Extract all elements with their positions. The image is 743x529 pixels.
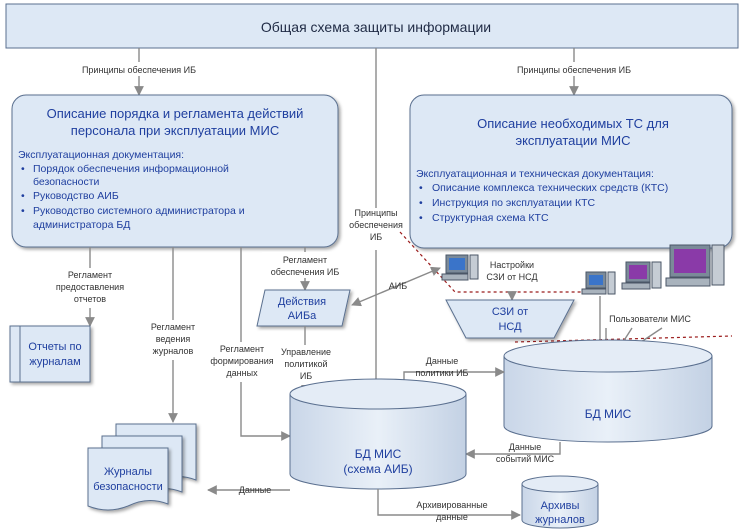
separator-dashed-line-2 xyxy=(514,335,733,343)
right-panel-subtitle: Эксплуатационная и техническая документа… xyxy=(416,168,654,180)
right-item-2: Инструкция по эксплуатации КТС xyxy=(432,197,595,209)
left-item-3-line-2: администратора БД xyxy=(33,219,130,231)
reports-label-2: журналам xyxy=(29,356,80,368)
left-panel-title-2: персонала при эксплуатации МИС xyxy=(71,123,279,138)
archived-data-2: данные xyxy=(436,512,468,522)
right-item-1: Описание комплекса технических средств (… xyxy=(432,182,668,194)
bullet-icon: • xyxy=(419,212,423,224)
left-panel-title-1: Описание порядка и регламента действий xyxy=(47,106,304,121)
computer-icon xyxy=(665,244,725,287)
left-item-1-line-2: безопасности xyxy=(33,176,100,188)
logs-label-2: безопасности xyxy=(93,481,163,493)
left-item-1-line-1: Порядок обеспечения информационной xyxy=(33,163,229,175)
bullet-icon: • xyxy=(21,205,25,217)
principles-center-label-1: Принципы xyxy=(355,208,398,218)
policy-mgmt-3: ИБ xyxy=(300,371,312,381)
archives-label-1: Архивы xyxy=(541,500,580,512)
reports-reg-2: предоставления xyxy=(56,282,124,292)
left-panel: Описание порядка и регламента действий п… xyxy=(11,94,339,248)
policy-data-1: Данные xyxy=(426,356,459,366)
computer-icon xyxy=(581,271,616,295)
bullet-icon: • xyxy=(419,182,423,194)
data-label: Данные xyxy=(239,485,272,495)
archives-label-2: журналов xyxy=(535,514,585,526)
right-panel: Описание необходимых ТС для эксплуатации… xyxy=(409,94,733,249)
reports-reg-1: Регламент xyxy=(68,270,112,280)
aib-actions-label-1: Действия xyxy=(278,296,326,308)
left-panel-subtitle: Эксплуатационная документация: xyxy=(18,149,184,161)
policy-data-2: политики ИБ xyxy=(416,368,469,378)
aib-reg-2: обеспечения ИБ xyxy=(271,267,340,277)
users-label: Пользователи МИС xyxy=(609,314,691,324)
aib-actions-label-2: АИБа xyxy=(288,310,317,322)
computer-icon xyxy=(621,261,662,290)
db-mis-node: БД МИС xyxy=(503,339,713,443)
bullet-icon: • xyxy=(419,197,423,209)
archived-data-1: Архивированные xyxy=(416,500,487,510)
principles-left-label: Принципы обеспечения ИБ xyxy=(82,65,196,75)
logs-label-1: Журналы xyxy=(104,466,152,478)
data-reg-2: формирования xyxy=(210,356,273,366)
right-item-3: Структурная схема КТС xyxy=(432,212,549,224)
aib-reg-1: Регламент xyxy=(283,255,327,265)
logs-reg-1: Регламент xyxy=(151,322,195,332)
policy-mgmt-2: политикой xyxy=(284,359,327,369)
event-data-1: Данные xyxy=(509,442,542,452)
db-mis-label: БД МИС xyxy=(585,407,632,421)
szi-node: СЗИ от НСД xyxy=(445,299,575,339)
szi-settings-2: СЗИ от НСД xyxy=(486,272,537,282)
archives-node: Архивы журналов xyxy=(521,475,599,529)
logs-node: Журналы безопасности xyxy=(87,423,197,511)
db-aib-node: БД МИС (схема АИБ) xyxy=(289,378,467,490)
left-item-2: Руководство АИБ xyxy=(33,190,119,202)
db-aib-label-1: БД МИС xyxy=(355,447,402,461)
aib-short-label: АИБ xyxy=(389,281,407,291)
right-panel-title-1: Описание необходимых ТС для xyxy=(477,116,669,131)
header-box: Общая схема защиты информации xyxy=(5,3,739,49)
bullet-icon: • xyxy=(21,190,25,202)
aib-actions-node: Действия АИБа xyxy=(256,289,351,327)
header-title: Общая схема защиты информации xyxy=(261,19,491,35)
logs-reg-3: журналов xyxy=(153,346,194,356)
principles-center-label-2: обеспечения xyxy=(349,220,403,230)
data-reg-3: данных xyxy=(226,368,258,378)
logs-reg-2: ведения xyxy=(156,334,191,344)
principles-right-label: Принципы обеспечения ИБ xyxy=(517,65,631,75)
computer-icon xyxy=(441,254,479,281)
szi-settings-1: Настройки xyxy=(490,260,534,270)
left-item-3-line-1: Руководство системного администратора и xyxy=(33,205,245,217)
policy-mgmt-1: Управление xyxy=(281,347,331,357)
szi-label-2: НСД xyxy=(498,321,522,333)
reports-reg-3: отчетов xyxy=(74,294,106,304)
reports-label-1: Отчеты по xyxy=(28,341,81,353)
data-reg-1: Регламент xyxy=(220,344,264,354)
right-panel-title-2: эксплуатации МИС xyxy=(515,133,630,148)
db-aib-label-2: (схема АИБ) xyxy=(343,462,412,476)
szi-label-1: СЗИ от xyxy=(492,306,528,318)
principles-center-label-3: ИБ xyxy=(370,232,382,242)
reports-box: Отчеты по журналам xyxy=(9,325,91,383)
bullet-icon: • xyxy=(21,163,25,175)
event-data-2: событий МИС xyxy=(496,454,555,464)
